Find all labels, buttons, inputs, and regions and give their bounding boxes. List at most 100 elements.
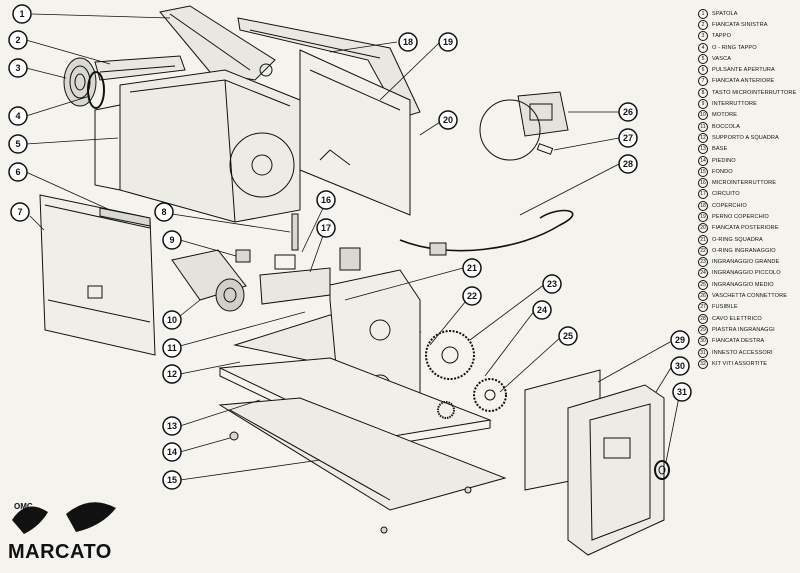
legend-label: FIANCATA SINISTRA — [712, 21, 768, 28]
legend-number: 10 — [698, 110, 708, 121]
part-vasca — [94, 69, 301, 223]
legend-number: 27 — [698, 302, 708, 313]
logo-stripe-left — [12, 506, 48, 534]
callout-11: 11 — [162, 338, 182, 358]
legend-number: 9 — [698, 99, 708, 110]
svg-text:27: 27 — [623, 133, 633, 143]
svg-text:8: 8 — [161, 207, 166, 217]
svg-text:16: 16 — [321, 195, 331, 205]
legend-number: 2 — [698, 19, 708, 30]
legend-label: O - RING TAPPO — [712, 44, 757, 51]
legend-number: 29 — [698, 324, 708, 335]
legend-label: VASCHETTA CONNETTORE — [712, 293, 788, 300]
part-spatola — [159, 5, 276, 81]
legend-number: 5 — [698, 53, 708, 64]
svg-text:31: 31 — [677, 387, 687, 397]
callout-24: 24 — [532, 300, 552, 320]
part-pulsante-apertura — [99, 207, 151, 227]
legend-number: 11 — [698, 121, 708, 132]
legend-number: 16 — [698, 178, 708, 189]
legend-item: 16 MICROINTERRUTTORE — [698, 177, 798, 189]
legend-label: MICROINTERRUTTORE — [712, 180, 777, 187]
part-oring-tappo — [87, 71, 105, 109]
part-vaschetta-connettore — [479, 91, 569, 161]
callout-9: 9 — [162, 230, 182, 250]
svg-text:12: 12 — [167, 369, 177, 379]
legend-number: 32 — [698, 358, 708, 369]
legend-item: 20 FIANCATA POSTERIORE — [698, 223, 798, 234]
part-fiancata-sinistra — [94, 55, 186, 81]
legend-label: PERNO COPERCHIO — [712, 213, 769, 220]
logo-stripe-right — [66, 502, 116, 532]
callout-numbers: 1 2 3 4 5 6 7 8 9 10 11 12 13 14 15 16 1… — [8, 4, 692, 490]
legend-label: INGRANAGGIO PICCOLO — [712, 270, 781, 277]
callout-3: 3 — [8, 58, 28, 78]
part-motore — [171, 249, 247, 312]
callout-7: 7 — [10, 202, 30, 222]
part-innesto-accessori — [654, 460, 670, 480]
leader-lines — [25, 13, 681, 481]
legend-number: 20 — [698, 223, 708, 234]
logo-brand-text: MARCATO — [8, 541, 112, 563]
part-interruttore — [235, 249, 251, 263]
svg-text:23: 23 — [547, 279, 557, 289]
callout-17: 17 — [316, 218, 336, 238]
svg-text:30: 30 — [675, 361, 685, 371]
legend-item: 15 FONDO — [698, 166, 798, 177]
part-fiancata-anteriore — [39, 194, 156, 356]
callout-10: 10 — [162, 310, 182, 330]
legend-label: FONDO — [712, 168, 733, 175]
legend-number: 31 — [698, 347, 708, 358]
legend-label: SUPPORTO A SQUADRA — [712, 134, 779, 141]
svg-text:3: 3 — [15, 63, 20, 73]
legend-label: FIANCATA POSTERIORE — [712, 225, 779, 232]
svg-text:20: 20 — [443, 115, 453, 125]
callout-15: 15 — [162, 470, 182, 490]
callout-26: 26 — [618, 102, 638, 122]
legend-number: 15 — [698, 166, 708, 177]
part-fiancata-destra — [567, 384, 665, 556]
callout-20: 20 — [438, 110, 458, 130]
legend-item: 11 BOCCOLA — [698, 121, 798, 132]
callout-28: 28 — [618, 154, 638, 174]
svg-text:7: 7 — [17, 207, 22, 217]
callout-8: 8 — [154, 202, 174, 222]
callout-30: 30 — [670, 356, 690, 376]
svg-text:18: 18 — [403, 37, 413, 47]
legend-number: 14 — [698, 155, 708, 166]
legend-number: 8 — [698, 87, 708, 98]
legend-label: INNESTO ACCESSORI — [712, 349, 773, 356]
svg-text:2: 2 — [15, 35, 20, 45]
legend-number: 17 — [698, 189, 708, 200]
callout-31: 31 — [672, 382, 692, 402]
legend-label: PIASTRA INGRANAGGI — [712, 326, 775, 333]
legend-number: 1 — [698, 8, 708, 19]
legend-number: 4 — [698, 42, 708, 53]
part-tasto-micro — [291, 213, 299, 251]
legend-label: BOCCOLA — [712, 123, 741, 130]
svg-text:1: 1 — [19, 9, 24, 19]
svg-text:15: 15 — [167, 475, 177, 485]
legend-item: 31 INNESTO ACCESSORI — [698, 347, 798, 358]
legend-label: CIRCUITO — [712, 191, 740, 198]
legend-number: 3 — [698, 31, 708, 42]
callout-18: 18 — [398, 32, 418, 52]
svg-text:11: 11 — [167, 343, 177, 353]
legend-number: 26 — [698, 291, 708, 302]
legend-number: 6 — [698, 65, 708, 76]
callout-5: 5 — [8, 134, 28, 154]
callout-14: 14 — [162, 442, 182, 462]
legend-item: 2 FIANCATA SINISTRA — [698, 19, 798, 30]
